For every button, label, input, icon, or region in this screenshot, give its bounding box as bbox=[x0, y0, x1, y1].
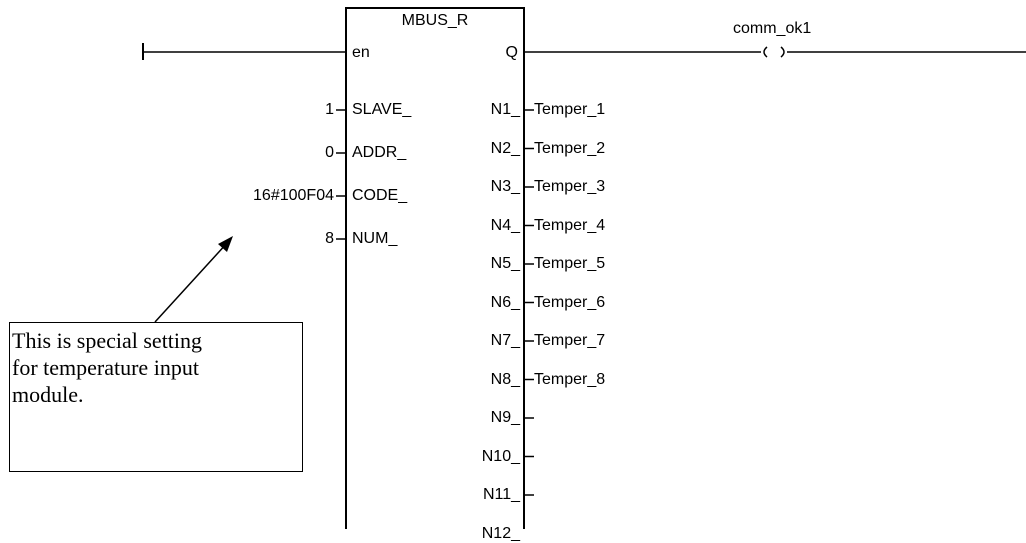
output-variable: Temper_1 bbox=[534, 101, 606, 118]
function-block-body bbox=[345, 7, 525, 529]
block-name: MBUS_R bbox=[401, 12, 469, 29]
input-value-addr: 0 bbox=[325, 144, 334, 161]
input-pin-slave: SLAVE_ bbox=[352, 101, 412, 118]
output-pin-label: N11_ bbox=[482, 486, 520, 503]
output-pin-label: N10_ bbox=[481, 447, 520, 465]
coil-left-arc bbox=[763, 46, 768, 58]
output-pin-label: N7_ bbox=[490, 332, 520, 349]
output-variable: Temper_3 bbox=[534, 178, 606, 195]
input-pin-addr: ADDR_ bbox=[352, 144, 407, 161]
output-pin-label: N12_ bbox=[481, 524, 520, 542]
output-pin-label: N8_ bbox=[490, 370, 520, 388]
input-value-num: 8 bbox=[325, 230, 334, 247]
output-variable: Temper_5 bbox=[534, 255, 606, 272]
output-pin-label: N2_ bbox=[490, 139, 520, 157]
output-pin-label: N4_ bbox=[490, 216, 520, 234]
annotation-line-3: module. bbox=[12, 382, 84, 407]
output-pin-label: N9_ bbox=[490, 409, 520, 426]
annotation-arrow-head bbox=[218, 236, 233, 252]
input-value-slave: 1 bbox=[325, 101, 334, 118]
output-pin-ticks bbox=[524, 109, 534, 496]
en-pin-label: en bbox=[352, 44, 370, 61]
input-value-code: 16#100F04 bbox=[253, 187, 334, 204]
annotation-line-1: This is special setting bbox=[12, 328, 203, 353]
annotation-arrow-shaft bbox=[154, 241, 229, 323]
output-variable: Temper_2 bbox=[534, 139, 606, 157]
output-pin-label: N5_ bbox=[490, 255, 520, 272]
annotation-note: This is special setting for temperature … bbox=[9, 322, 303, 472]
input-pin-code: CODE_ bbox=[352, 187, 408, 204]
coil-right-arc bbox=[780, 46, 785, 58]
input-pin-num: NUM_ bbox=[352, 230, 398, 247]
diagram-lines bbox=[142, 7, 1026, 529]
output-variable: Temper_4 bbox=[534, 216, 606, 234]
output-variable: Temper_6 bbox=[534, 293, 606, 311]
ladder-diagram: MBUS_R en Q comm_ok1 1 SLAVE_ 0 ADDR_ 16… bbox=[9, 7, 1026, 542]
output-pin-label: N1_ bbox=[490, 101, 520, 118]
output-pin-label: N6_ bbox=[490, 293, 520, 311]
output-pin-label: N3_ bbox=[490, 178, 520, 195]
annotation-line-2: for temperature input bbox=[12, 355, 199, 380]
q-pin-label: Q bbox=[505, 44, 518, 61]
coil-variable-label: comm_ok1 bbox=[733, 20, 812, 37]
output-variable: Temper_8 bbox=[534, 370, 606, 388]
output-variable: Temper_7 bbox=[534, 332, 606, 349]
